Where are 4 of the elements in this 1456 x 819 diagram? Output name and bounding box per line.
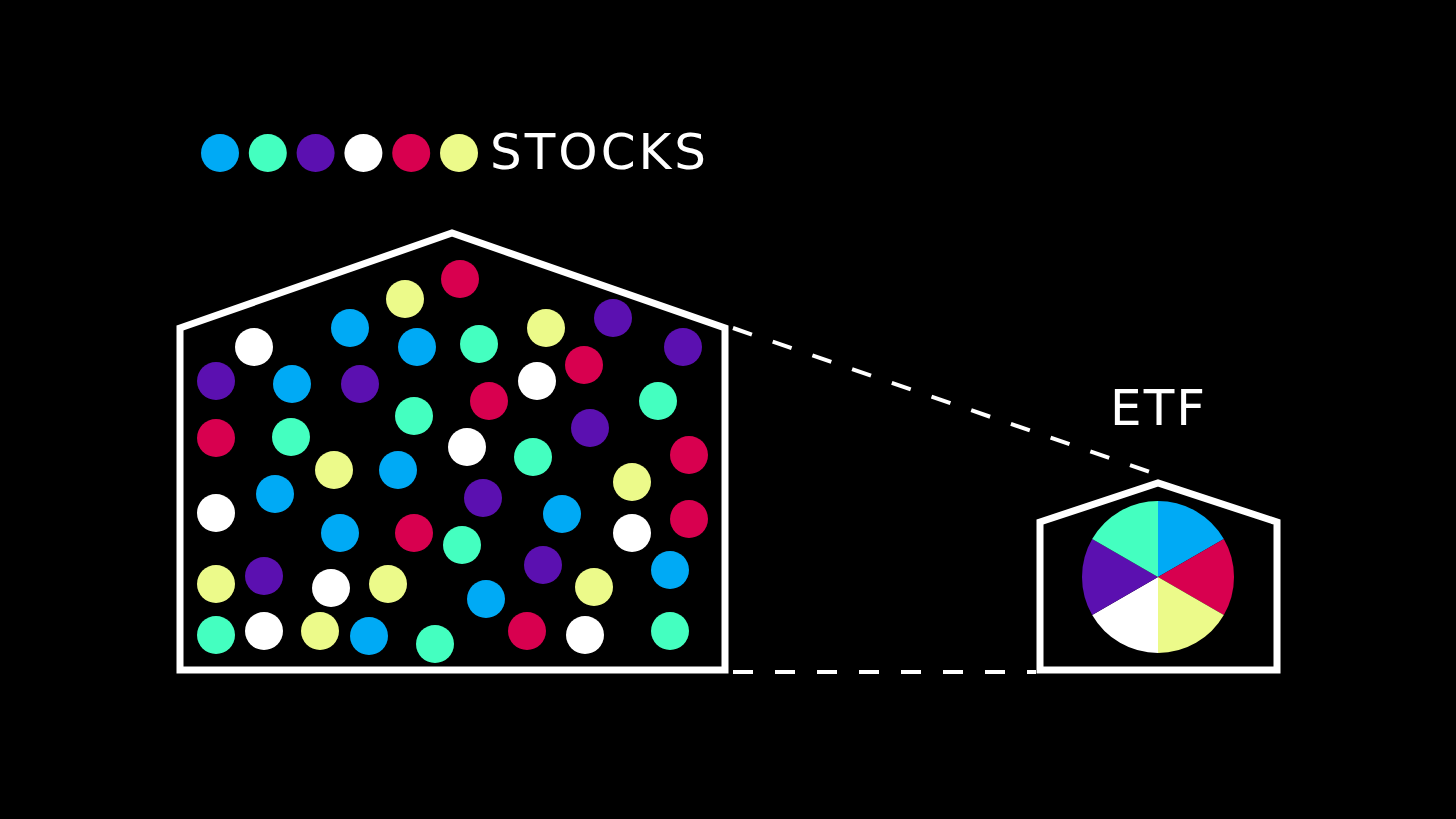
- label: STOCKS: [490, 122, 710, 182]
- house-shape: [176, 229, 729, 674]
- dashed-line: [733, 670, 1036, 674]
- heading: ETF: [1109, 380, 1208, 436]
